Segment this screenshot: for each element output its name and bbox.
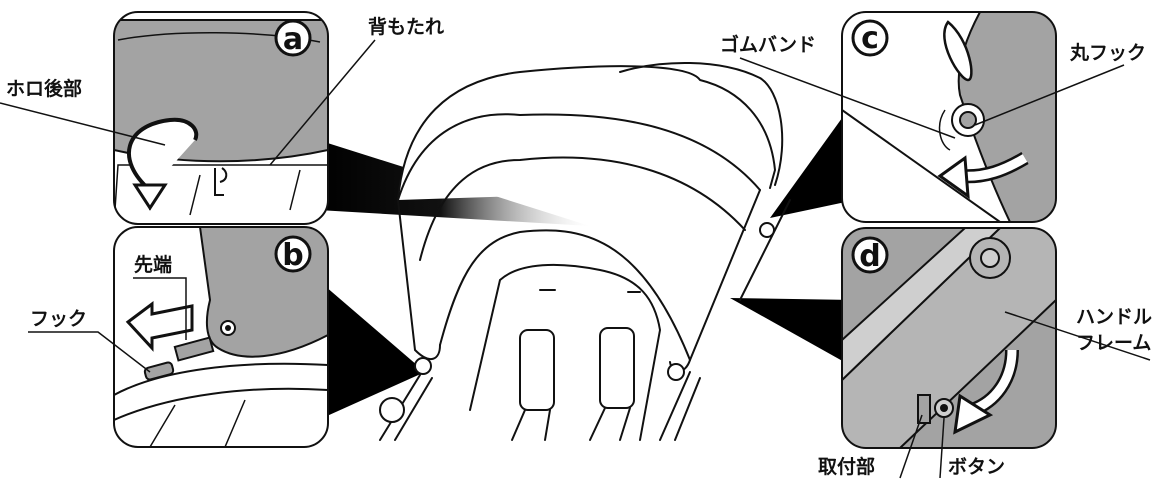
detail-panel-d: d xyxy=(841,227,1151,479)
badge-b xyxy=(274,235,312,273)
detail-panel-c: c xyxy=(739,11,1125,223)
badge-d xyxy=(851,236,889,274)
label-handle-frame-line2: フレーム xyxy=(1076,332,1152,354)
badge-c xyxy=(851,19,889,57)
label-button: ボタン xyxy=(948,456,1006,478)
connector-beam-c xyxy=(770,100,855,218)
stroller-illustration xyxy=(379,61,791,441)
label-mount: 取付部 xyxy=(818,456,876,478)
detail-panel-a: a xyxy=(0,11,376,225)
label-hood-rear: ホロ後部 xyxy=(6,78,83,100)
label-rubber-band: ゴムバンド xyxy=(720,34,816,56)
badge-b-text: b xyxy=(282,238,303,273)
badge-c-text: c xyxy=(861,21,879,56)
label-handle-frame-line1: ハンドル xyxy=(1076,306,1153,328)
badge-d-text: d xyxy=(859,239,880,274)
badge-a xyxy=(274,19,312,57)
label-tip: 先端 xyxy=(134,254,173,276)
badge-a-text: a xyxy=(283,22,303,57)
connector-beam-d xyxy=(730,298,855,368)
label-hook: フック xyxy=(30,308,88,330)
connector-beam-b xyxy=(318,280,425,420)
label-backrest: 背もたれ xyxy=(368,16,445,38)
detail-panel-b: b xyxy=(28,226,329,448)
label-round-hook: 丸フック xyxy=(1070,42,1147,64)
